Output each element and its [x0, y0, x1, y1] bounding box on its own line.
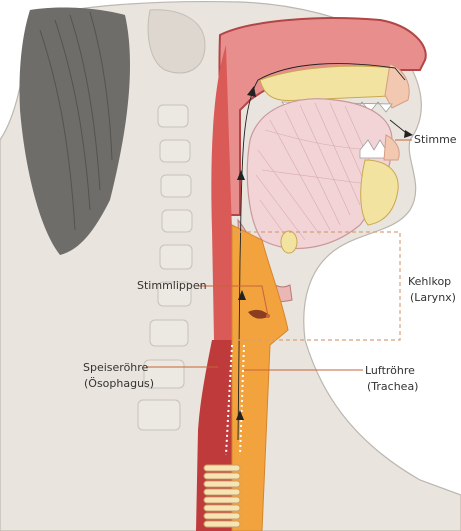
- label-trachea-latin: (Trachea): [367, 380, 418, 393]
- label-esophagus: Speiseröhre: [83, 361, 148, 374]
- label-larynx-latin: (Larynx): [410, 291, 456, 304]
- hyoid-bone: [281, 231, 297, 253]
- label-trachea: Luftröhre: [365, 364, 415, 377]
- label-vocal-folds: Stimmlippen: [137, 279, 207, 292]
- label-larynx: Kehlkop: [408, 275, 451, 288]
- label-voice: Stimme: [414, 133, 457, 146]
- label-esophagus-latin: (Ösophagus): [84, 377, 154, 390]
- vocal-folds-pointer-dot: [266, 314, 270, 318]
